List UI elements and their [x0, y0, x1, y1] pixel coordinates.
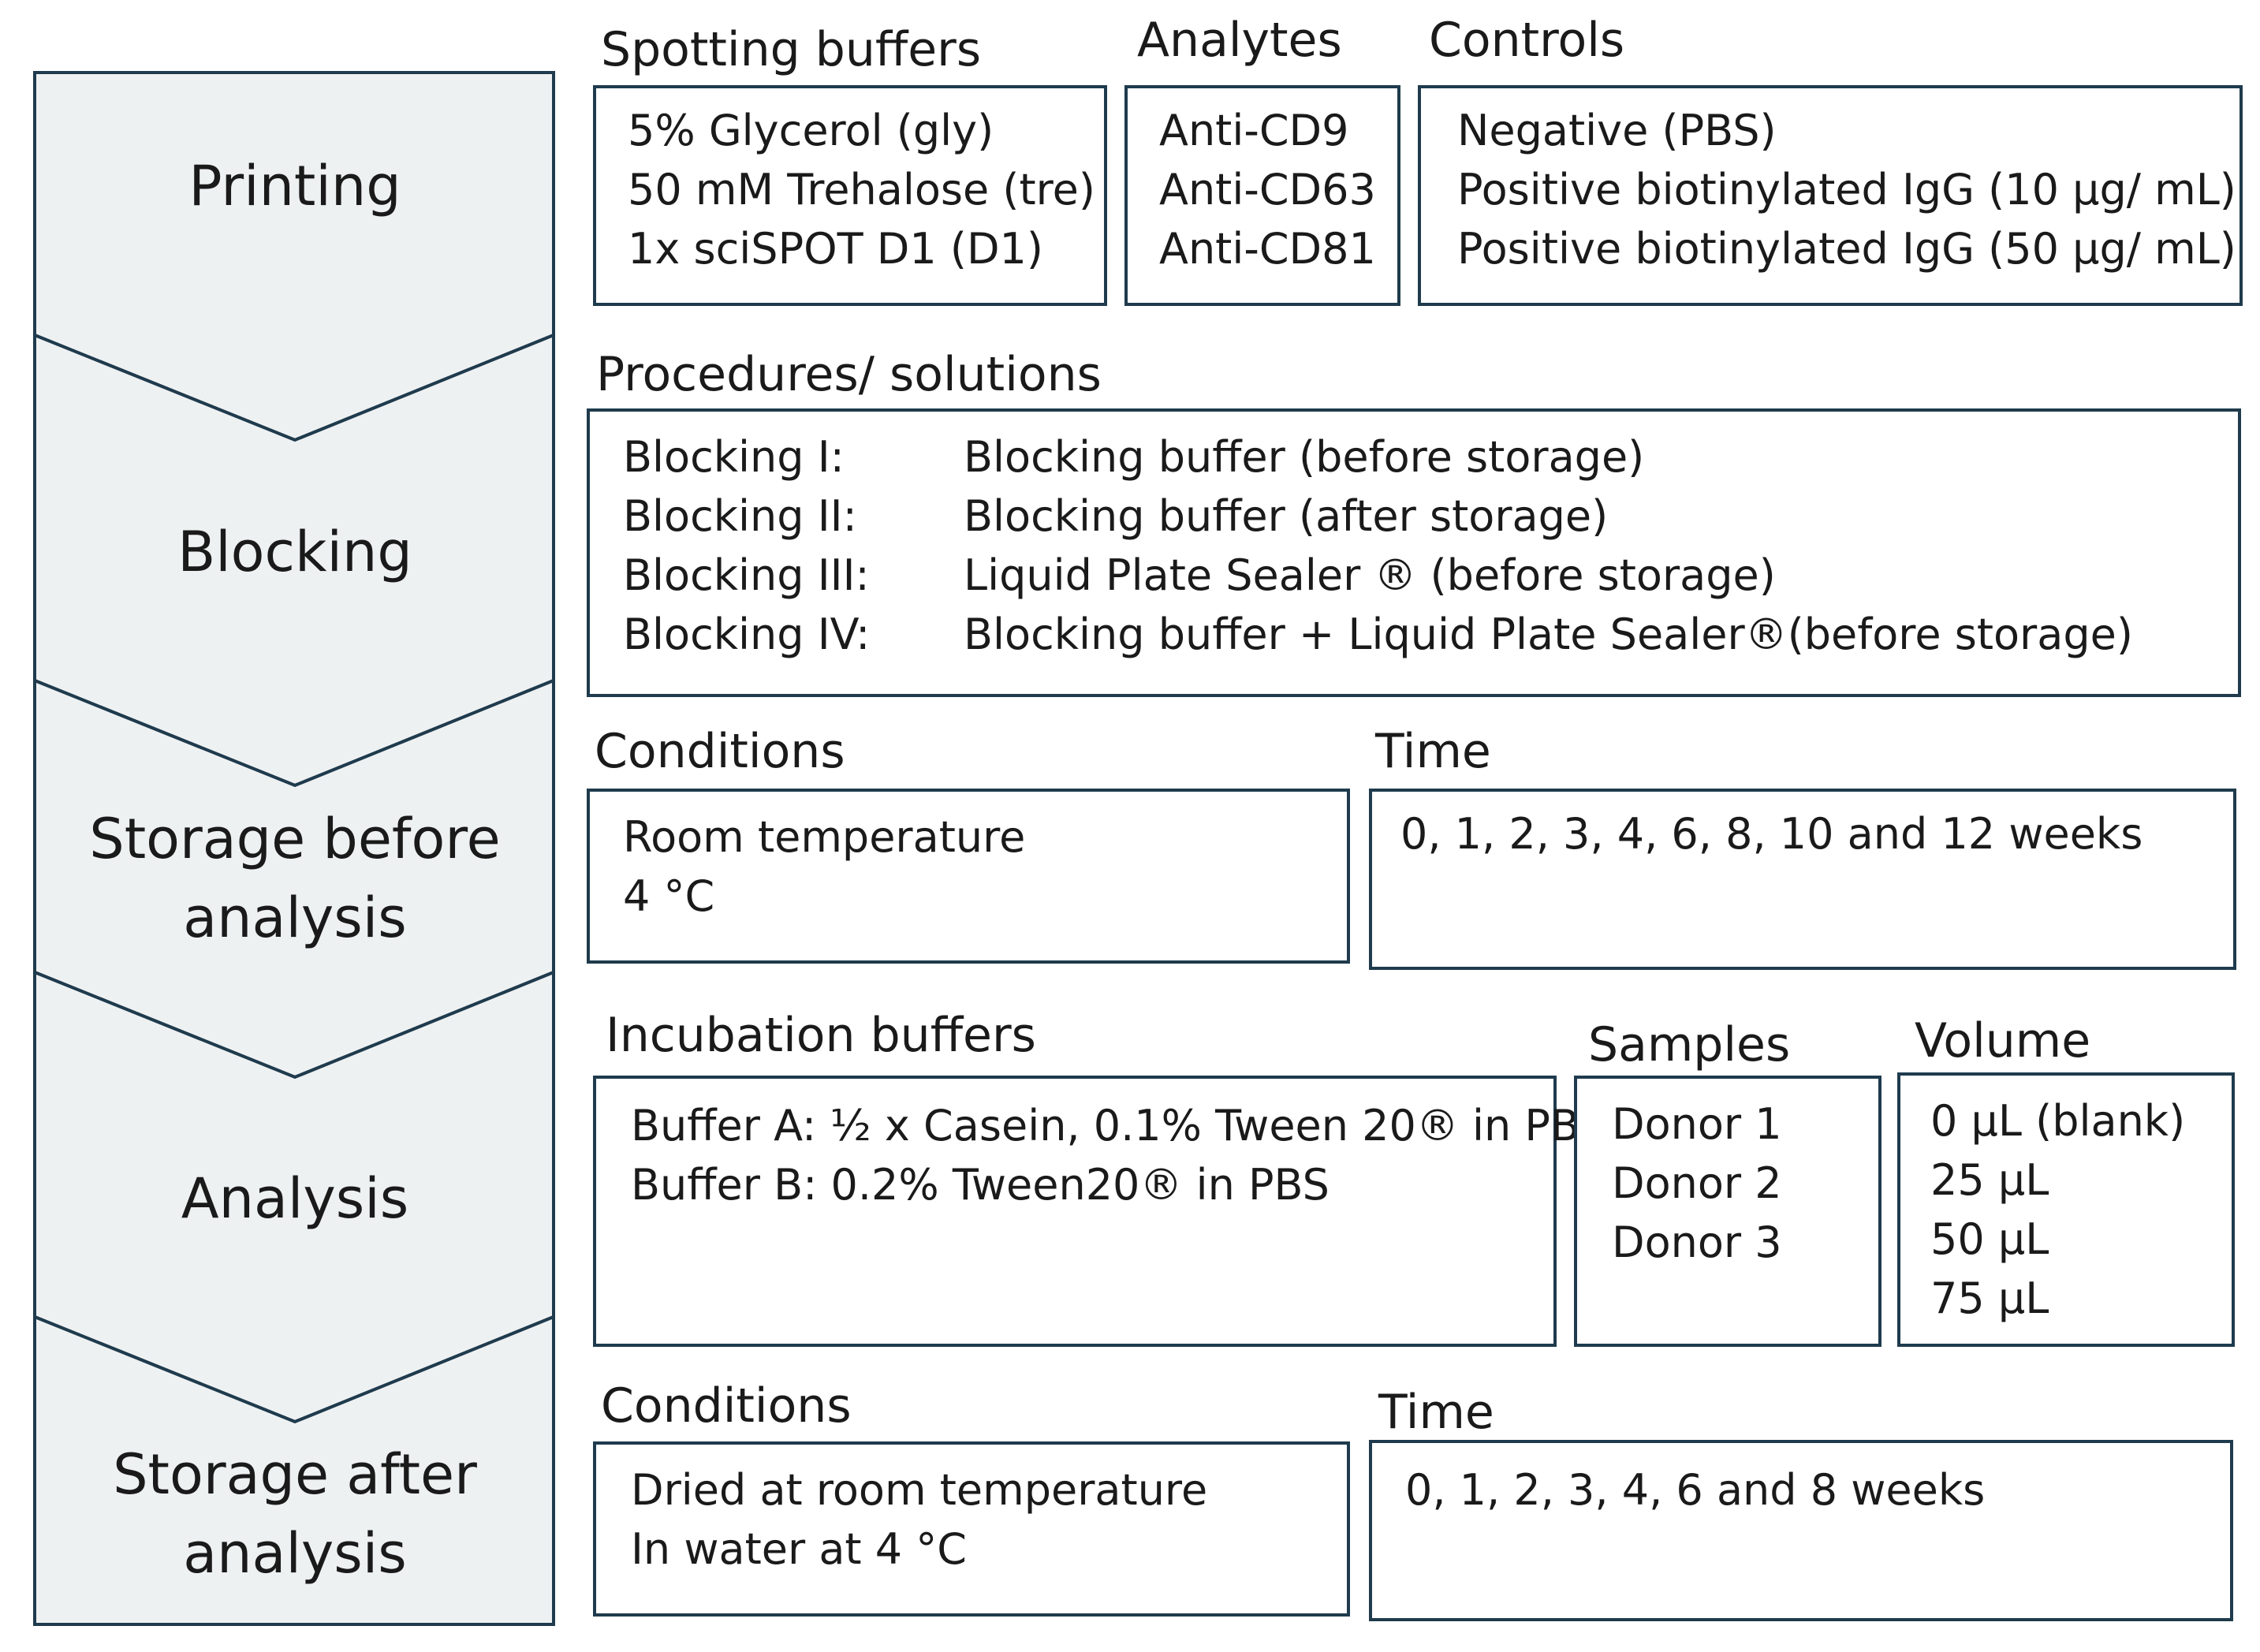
procedure-description: Blocking buffer + Liquid Plate Sealer®(b… — [964, 610, 2133, 659]
controls-heading: Controls — [1429, 13, 1625, 68]
stage-label-line: Blocking — [177, 520, 412, 584]
volume-list: 0 µL (blank) 25 µL 50 µL 75 µL — [1930, 1091, 2185, 1328]
storage-after-conditions-list: Dried at room temperature In water at 4 … — [631, 1460, 1207, 1579]
procedures-list: Blocking I: Blocking buffer (before stora… — [623, 427, 2133, 664]
storage-after-time-list: 0, 1, 2, 3, 4, 6 and 8 weeks — [1405, 1460, 1985, 1520]
condition-item: Dried at room temperature — [631, 1465, 1208, 1515]
storage-after-time-box — [1369, 1440, 2233, 1621]
condition-item: In water at 4 °C — [631, 1524, 967, 1574]
storage-before-conditions-list: Room temperature 4 °C — [623, 807, 1025, 926]
analytes-box — [1124, 85, 1400, 306]
controls-box — [1418, 85, 2243, 306]
procedure-name: Blocking III: — [623, 550, 870, 600]
sample-item: Donor 2 — [1612, 1158, 1782, 1208]
spotting-buffers-box — [593, 85, 1107, 306]
procedure-description: Blocking buffer (before storage) — [964, 432, 1645, 482]
stage-label-storage-after: Storage after analysis — [35, 1435, 555, 1593]
volume-item: 50 µL — [1930, 1214, 2049, 1264]
spotting-buffer-item: 50 mM Trehalose (tre) — [628, 165, 1095, 214]
incubation-buffers-box — [593, 1076, 1557, 1347]
procedures-heading: Procedures/ solutions — [596, 347, 1102, 402]
stage-label-blocking: Blocking — [35, 513, 555, 591]
analyte-item: Anti-CD81 — [1159, 224, 1376, 274]
storage-before-conditions-heading: Conditions — [595, 724, 845, 779]
storage-before-time-list: 0, 1, 2, 3, 4, 6, 8, 10 and 12 weeks — [1400, 804, 2143, 863]
stage-label-storage-before: Storage before analysis — [35, 800, 555, 957]
time-item: 0, 1, 2, 3, 4, 6, 8, 10 and 12 weeks — [1400, 809, 2143, 859]
condition-item: 4 °C — [623, 871, 715, 921]
samples-heading: Samples — [1588, 1017, 1791, 1072]
stage-label-analysis: Analysis — [35, 1159, 555, 1238]
incubation-buffers-list: Buffer A: ½ x Casein, 0.1% Tween 20® in … — [631, 1096, 1605, 1214]
stage-label-line: Storage before — [89, 807, 501, 871]
stage-label-line: analysis — [183, 886, 407, 950]
procedure-row: Blocking II: Blocking buffer (after stora… — [623, 487, 2133, 546]
procedure-row: Blocking IV: Blocking buffer + Liquid Pla… — [623, 605, 2133, 664]
samples-box — [1574, 1076, 1881, 1347]
analytes-heading: Analytes — [1137, 13, 1342, 68]
sample-item: Donor 3 — [1612, 1218, 1782, 1267]
storage-after-conditions-heading: Conditions — [601, 1378, 852, 1434]
volume-item: 0 µL (blank) — [1930, 1096, 2186, 1146]
storage-after-conditions-box — [593, 1441, 1350, 1617]
incubation-buffer-item: Buffer A: ½ x Casein, 0.1% Tween 20® in … — [631, 1101, 1606, 1150]
storage-after-time-heading: Time — [1378, 1385, 1494, 1440]
analyte-item: Anti-CD9 — [1159, 106, 1349, 155]
procedure-name: Blocking II: — [623, 491, 857, 541]
controls-list: Negative (PBS) Positive biotinylated IgG… — [1457, 101, 2236, 278]
stage-label-printing: Printing — [35, 147, 555, 226]
incubation-buffer-item: Buffer B: 0.2% Tween20® in PBS — [631, 1160, 1330, 1210]
stage-label-line: Analysis — [181, 1166, 409, 1231]
analytes-list: Anti-CD9 Anti-CD63 Anti-CD81 — [1159, 101, 1376, 278]
stage-label-line: Printing — [188, 154, 401, 218]
procedure-name: Blocking IV: — [623, 610, 871, 659]
volume-box — [1897, 1072, 2235, 1347]
control-item: Positive biotinylated IgG (10 µg/ mL) — [1457, 165, 2236, 214]
control-item: Negative (PBS) — [1457, 106, 1777, 155]
storage-before-conditions-box — [587, 789, 1350, 964]
spotting-buffers-heading: Spotting buffers — [601, 22, 982, 77]
procedure-description: Liquid Plate Sealer ® (before storage) — [964, 550, 1776, 600]
volume-item: 25 µL — [1930, 1155, 2049, 1205]
storage-before-time-heading: Time — [1375, 724, 1491, 779]
spotting-buffer-item: 1x sciSPOT D1 (D1) — [628, 224, 1043, 274]
procedure-row: Blocking III: Liquid Plate Sealer ® (befo… — [623, 546, 2133, 605]
condition-item: Room temperature — [623, 812, 1026, 862]
procedure-row: Blocking I: Blocking buffer (before stora… — [623, 427, 2133, 487]
analyte-item: Anti-CD63 — [1159, 165, 1376, 214]
procedures-box — [587, 408, 2241, 697]
volume-heading: Volume — [1915, 1013, 2091, 1068]
stage-label-line: Storage after — [113, 1442, 477, 1507]
procedure-description: Blocking buffer (after storage) — [964, 491, 1609, 541]
samples-list: Donor 1 Donor 2 Donor 3 — [1612, 1094, 1782, 1272]
incubation-buffers-heading: Incubation buffers — [606, 1008, 1036, 1063]
sample-item: Donor 1 — [1612, 1099, 1782, 1149]
storage-before-time-box — [1369, 789, 2236, 970]
time-item: 0, 1, 2, 3, 4, 6 and 8 weeks — [1405, 1465, 1986, 1515]
control-item: Positive biotinylated IgG (50 µg/ mL) — [1457, 224, 2236, 274]
spotting-buffers-list: 5% Glycerol (gly) 50 mM Trehalose (tre) … — [628, 101, 1095, 278]
stage-chevron-storage-after — [33, 1315, 555, 1626]
stage-label-line: analysis — [183, 1521, 407, 1586]
volume-item: 75 µL — [1930, 1273, 2049, 1323]
procedure-name: Blocking I: — [623, 432, 845, 482]
spotting-buffer-item: 5% Glycerol (gly) — [628, 106, 994, 155]
